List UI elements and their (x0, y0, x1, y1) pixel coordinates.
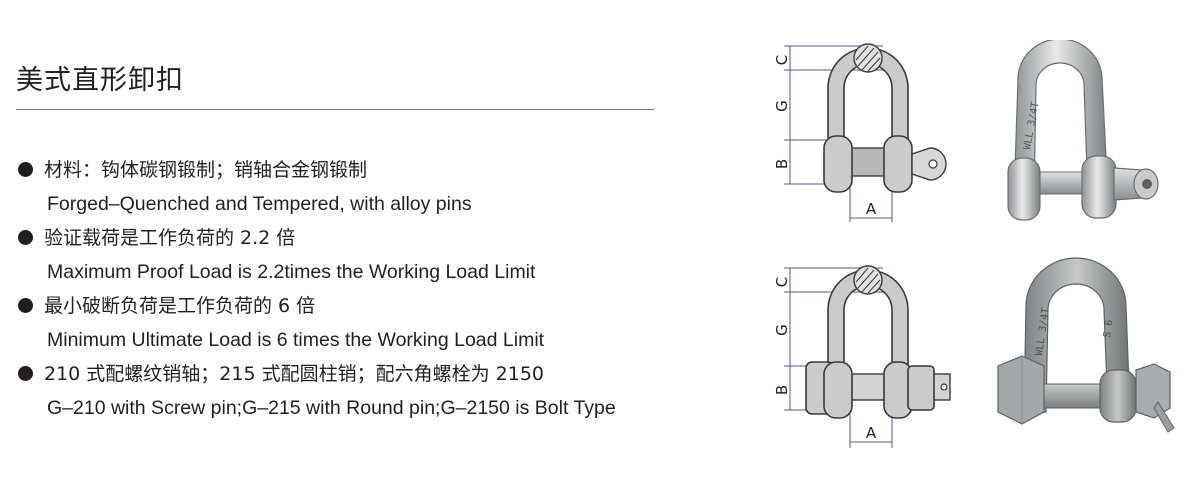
bullet-icon (18, 366, 33, 381)
bullet-cn-text: 最小破断负荷是工作负荷的 6 倍 (44, 295, 316, 317)
bullet-en-text: Maximum Proof Load is 2.2times the Worki… (47, 261, 536, 283)
bullet-cn-text: 210 式配螺纹销轴；215 式配圆柱销；配六角螺栓为 2150 (44, 363, 545, 385)
bolt-type-shackle-photo: WLL 3/4T S 6 (992, 252, 1182, 457)
screw-pin-shackle-photo: WLL 3/4T (996, 40, 1172, 230)
dimension-a-label: A (866, 424, 877, 442)
page-title: 美式直形卸扣 (16, 65, 184, 96)
bullet-cn-text: 材料：钩体碳钢锻制；销轴合金钢锻制 (44, 159, 368, 181)
feature-list: 材料：钩体碳钢锻制；销轴合金钢锻制 Forged–Quenched and Te… (18, 153, 718, 425)
dimension-g-label: G (773, 100, 791, 112)
bullet-en-text: G–210 with Screw pin;G–215 with Round pi… (47, 397, 616, 419)
dimension-b-label: B (773, 159, 791, 169)
bullet-en-text: Minimum Ultimate Load is 6 times the Wor… (47, 329, 545, 351)
bullet-icon (18, 162, 33, 177)
screw-pin-shackle-diagram: C G B A (768, 36, 958, 226)
list-item: 验证载荷是工作负荷的 2.2 倍 Maximum Proof Load is 2… (18, 221, 718, 289)
dimension-g-label: G (773, 324, 791, 336)
list-item: 210 式配螺纹销轴；215 式配圆柱销；配六角螺栓为 2150 G–210 w… (18, 357, 718, 425)
bullet-en-text: Forged–Quenched and Tempered, with alloy… (47, 193, 472, 215)
dimension-a-label: A (866, 200, 877, 218)
bolt-type-shackle-diagram: C G B A (768, 262, 958, 452)
title-divider (16, 109, 654, 110)
bullet-icon (18, 298, 33, 313)
list-item: 最小破断负荷是工作负荷的 6 倍 Minimum Ultimate Load i… (18, 289, 718, 357)
bullet-cn-text: 验证载荷是工作负荷的 2.2 倍 (44, 227, 296, 249)
list-item: 材料：钩体碳钢锻制；销轴合金钢锻制 Forged–Quenched and Te… (18, 153, 718, 221)
dimension-c-label: C (773, 277, 791, 287)
dimension-c-label: C (773, 55, 791, 65)
shackle-side-marking-text: S 6 (1102, 319, 1115, 338)
bullet-icon (18, 230, 33, 245)
dimension-b-label: B (773, 385, 791, 395)
